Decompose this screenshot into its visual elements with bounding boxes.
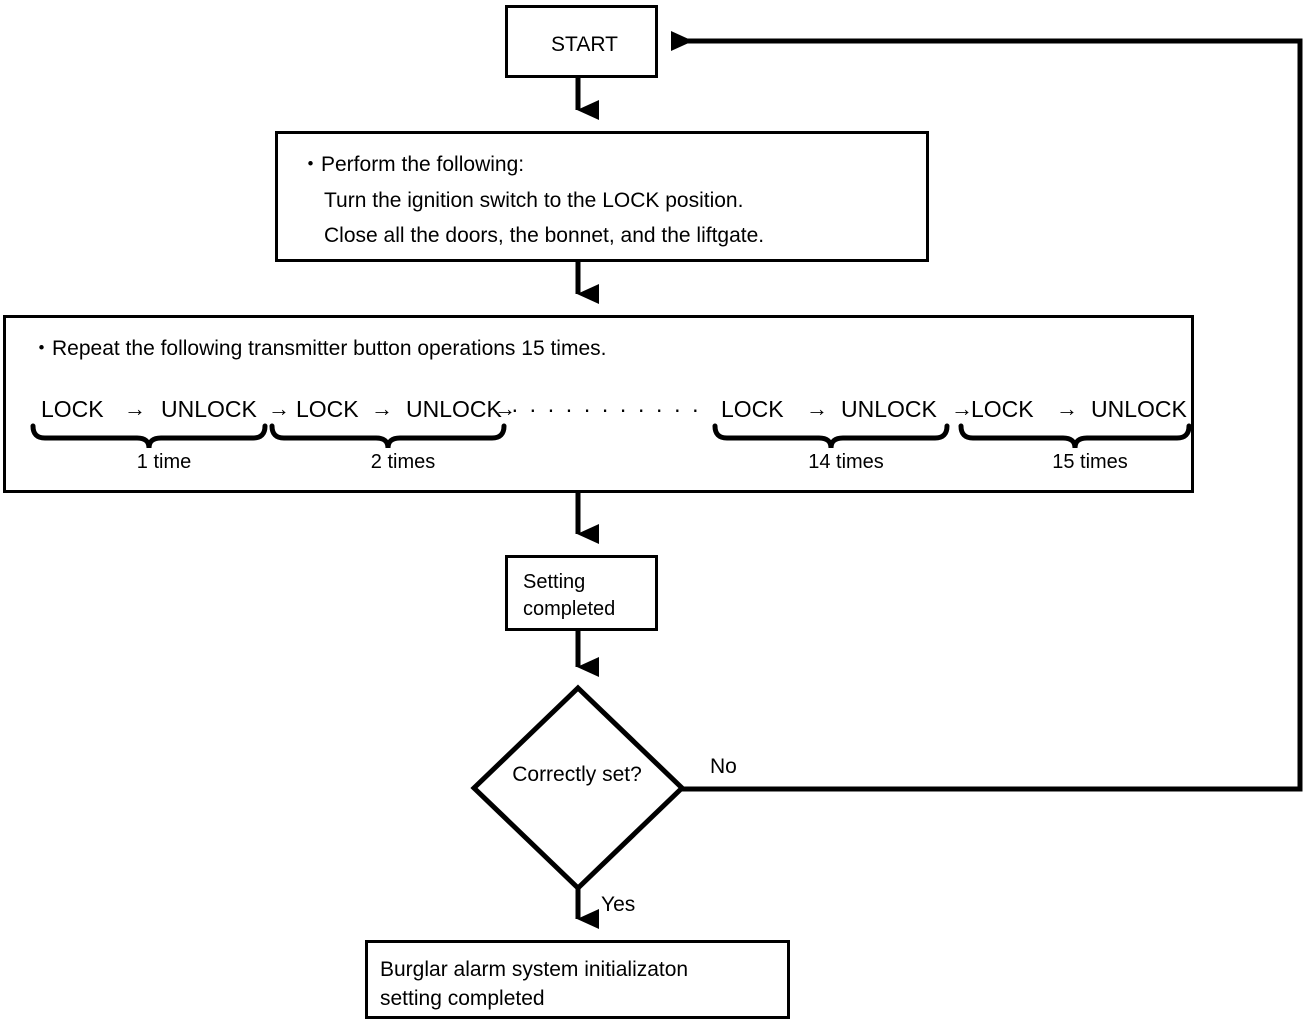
node-final-line-1: Burglar alarm system initializaton: [380, 958, 689, 981]
sequence-arrow-1: →: [124, 396, 146, 421]
connector-decision-no-feedback: [671, 31, 1303, 792]
sequence-key-lock-0: LOCK: [41, 396, 104, 422]
brace-label-1: 1 time: [136, 451, 192, 473]
sequence-arrow-5: →: [371, 396, 393, 421]
sequence-arrow-10: →: [806, 396, 828, 421]
node-setting-line-1: Setting: [523, 571, 586, 593]
sequence-arrow-3: →: [268, 396, 290, 421]
brace-2: [269, 423, 507, 449]
node-final-lines: Burglar alarm system initializaton setti…: [380, 955, 688, 1014]
sequence-arrow-12: →: [951, 396, 973, 421]
node-perform-line-2: Turn the ignition switch to the LOCK pos…: [324, 189, 744, 212]
node-final-line-2: setting completed: [380, 987, 545, 1011]
sequence-key-lock-9: LOCK: [721, 396, 784, 422]
sequence-arrow-7: →: [494, 396, 516, 421]
node-repeat-heading-text: Repeat the following transmitter button …: [52, 337, 607, 360]
node-perform-line-1: ・Perform the following:: [300, 148, 764, 178]
sequence-key-lock-4: LOCK: [296, 396, 359, 422]
brace-label-4: 15 times: [1052, 451, 1128, 473]
sequence-arrow-14: →: [1056, 396, 1078, 421]
brace-label-3: 14 times: [808, 451, 884, 473]
node-perform-line-3: Close all the doors, the bonnet, and the…: [324, 224, 765, 247]
branch-label-no: No: [710, 755, 737, 778]
sequence-key-unlock-6: UNLOCK: [406, 396, 502, 422]
lock-unlock-sequence: LOCK→UNLOCK→LOCK→UNLOCK→· · · · · · · · …: [6, 396, 1197, 432]
sequence-key-unlock-15: UNLOCK: [1091, 396, 1187, 422]
node-repeat-transmitter-operations[interactable]: ・Repeat the following transmitter button…: [3, 315, 1194, 493]
bullet-icon: ・: [300, 153, 321, 176]
decision-label: Correctly set?: [512, 763, 642, 786]
brace-label-2: 2 times: [370, 451, 436, 473]
node-setting-line-2: completed: [523, 598, 616, 620]
brace-3: [712, 423, 950, 449]
brace-4: [958, 423, 1192, 449]
node-repeat-heading: ・Repeat the following transmitter button…: [31, 332, 606, 362]
node-setting-completed[interactable]: Setting completed: [505, 555, 658, 631]
node-start-label: START: [551, 33, 618, 56]
sequence-key-unlock-11: UNLOCK: [841, 396, 937, 422]
bullet-icon: ・: [31, 337, 52, 360]
node-start[interactable]: START: [505, 5, 658, 78]
sequence-key-lock-13: LOCK: [971, 396, 1034, 422]
sequence-braces: [30, 423, 1192, 449]
node-perform-line-1-text: Perform the following:: [321, 153, 525, 176]
decision-diamond-shape: [470, 684, 686, 892]
node-setting-lines: Setting completed: [523, 569, 615, 623]
sequence-ellipsis: · · · · · · · · · · ·: [511, 396, 702, 422]
sequence-key-unlock-2: UNLOCK: [161, 396, 257, 422]
brace-1: [30, 423, 268, 449]
node-perform-lines: ・Perform the following: Turn the ignitio…: [300, 148, 764, 248]
node-perform-instructions[interactable]: ・Perform the following: Turn the ignitio…: [275, 131, 929, 262]
branch-label-yes: Yes: [601, 893, 636, 916]
node-final-completed[interactable]: Burglar alarm system initializaton setti…: [365, 940, 790, 1019]
